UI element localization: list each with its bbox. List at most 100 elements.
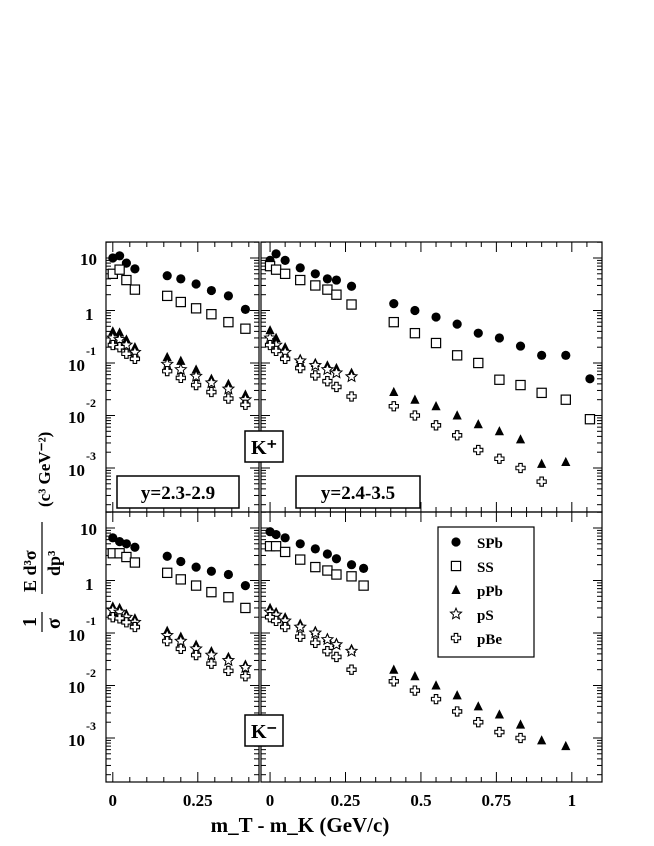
data-point-pbe: [129, 353, 141, 364]
data-point-pbe: [190, 379, 202, 391]
data-point-ppb: [431, 680, 441, 690]
data-point-ss: [473, 357, 484, 369]
data-point-pbe: [121, 617, 132, 628]
data-point-pbe: [331, 651, 342, 663]
legend-marker-ss: [450, 560, 462, 572]
data-point-ppb: [494, 709, 504, 719]
data-point-pbe: [515, 462, 526, 474]
data-point-ppb: [537, 458, 547, 468]
data-point-ppb: [176, 355, 186, 365]
y-tick-label: 1: [85, 305, 94, 324]
data-point-pbe: [322, 376, 333, 387]
data-point-ps: [293, 619, 307, 633]
data-point-ss: [190, 580, 202, 591]
series-ps: [106, 330, 253, 406]
data-point-spb: [176, 274, 186, 284]
kaon-plus-label-text: K⁺: [251, 437, 277, 459]
data-point-spb: [346, 281, 357, 291]
data-point-spb: [206, 285, 216, 296]
data-point-ps: [238, 660, 253, 674]
data-point-ss: [129, 284, 141, 295]
data-point-spb: [240, 580, 250, 591]
data-point-pbe: [206, 386, 217, 398]
kaon-plus-label: K⁺: [244, 430, 284, 463]
data-point-spb: [121, 539, 131, 549]
data-point-pbe: [473, 444, 484, 456]
panel-markers-left-bottom: [106, 533, 253, 682]
data-point-spb: [162, 271, 172, 281]
data-point-ss: [240, 323, 251, 334]
data-point-ss: [310, 280, 321, 291]
data-point-ppb: [515, 719, 526, 729]
data-point-spb: [452, 319, 462, 329]
data-point-spb: [310, 269, 320, 279]
y-tick-exponent: -1: [86, 614, 96, 628]
data-point-spb: [346, 560, 357, 570]
x-tick-label: 1: [568, 791, 577, 810]
data-point-ps: [189, 369, 203, 382]
data-point-spb: [176, 556, 186, 567]
kaon-minus-label: K⁻: [244, 714, 284, 747]
y-tick-label: 10: [68, 678, 85, 697]
y-tick-labels-bottom: 10 1 10 -1 10 -2 10 -3: [68, 520, 97, 750]
panel-frame-left-bottom: [105, 511, 260, 783]
legend-marker-spb: [451, 537, 461, 547]
data-point-ps: [308, 358, 323, 372]
data-point-pbe: [515, 732, 526, 744]
data-point-ss: [162, 290, 173, 302]
data-point-ss: [536, 387, 547, 399]
data-point-ss: [515, 379, 526, 391]
data-point-pbe: [388, 401, 399, 412]
series-ps: [106, 603, 253, 674]
y-tick-exponent: -3: [86, 719, 96, 733]
data-point-ss: [121, 551, 132, 563]
data-point-ss: [190, 303, 202, 314]
data-point-spb: [271, 529, 281, 540]
data-point-spb: [322, 549, 332, 559]
data-point-ppb: [410, 394, 420, 404]
data-point-pbe: [129, 621, 141, 633]
data-point-pbe: [346, 664, 357, 675]
legend: SPb SS pPb pS pBe: [437, 526, 535, 658]
data-point-ps: [204, 647, 219, 661]
data-point-pbe: [322, 646, 333, 657]
data-point-ps: [320, 632, 335, 646]
rapidity-label-right-text: y=2.4-3.5: [321, 483, 395, 504]
data-point-ps: [344, 644, 359, 657]
data-point-spb: [537, 350, 547, 360]
y-axis-title-sigma: σ: [43, 618, 65, 629]
legend-label-ps: pS: [477, 608, 494, 624]
data-point-ppb: [191, 364, 201, 374]
data-point-ss: [162, 567, 173, 579]
data-point-ss: [270, 541, 282, 552]
series-pbe: [107, 339, 251, 410]
data-point-spb: [108, 533, 118, 543]
data-point-pbe: [279, 353, 291, 364]
data-point-pbe: [206, 658, 217, 669]
data-point-spb: [322, 274, 332, 284]
data-point-ppb: [410, 671, 420, 681]
data-point-ss: [584, 414, 596, 425]
data-point-pbe: [162, 365, 173, 377]
series-pbe: [264, 339, 547, 487]
y-tick-label: 10: [68, 731, 85, 750]
panel-markers-left-top: [106, 251, 253, 410]
data-point-spb: [359, 563, 369, 574]
data-point-ppb: [108, 326, 118, 336]
y-tick-label: 10: [80, 520, 97, 539]
panel-markers-right-bottom: [263, 527, 571, 751]
data-point-ss: [270, 264, 282, 275]
data-point-ss: [295, 274, 306, 286]
series-ss: [107, 264, 251, 334]
data-point-ss: [175, 574, 186, 585]
data-point-ss: [121, 274, 132, 286]
data-point-spb: [280, 255, 290, 266]
data-point-pbe: [331, 381, 342, 393]
legend-marker-ppb: [451, 584, 461, 594]
data-point-pbe: [473, 717, 484, 728]
data-point-ppb: [452, 690, 462, 700]
data-point-pbe: [107, 612, 118, 623]
data-point-spb: [331, 275, 342, 285]
data-point-pbe: [346, 391, 357, 402]
